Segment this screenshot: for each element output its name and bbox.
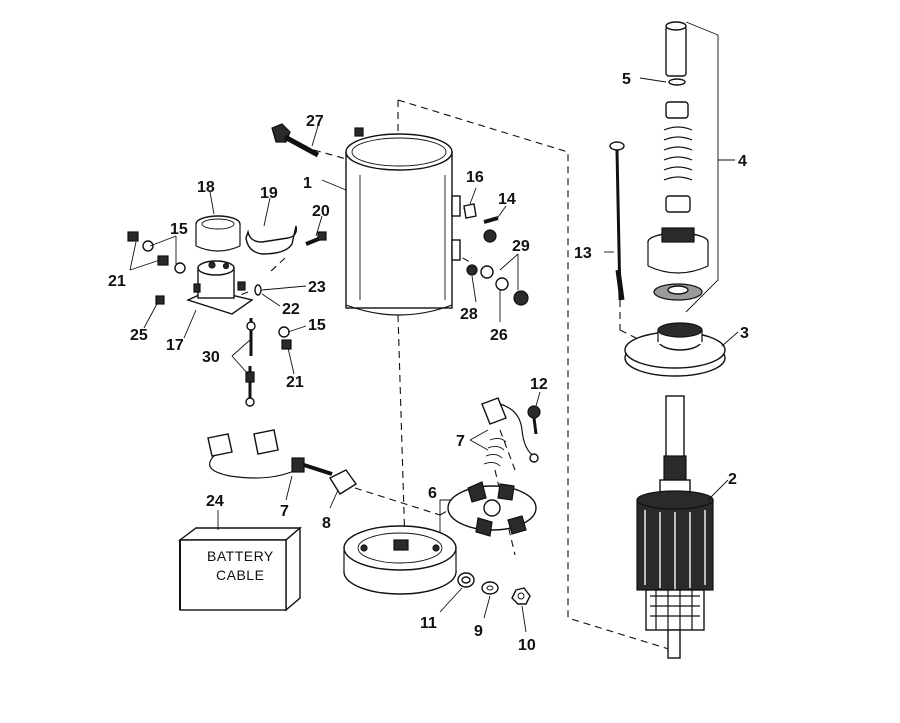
small-hardware-right — [463, 203, 529, 306]
battery-cable-24 — [177, 526, 302, 612]
drive-assembly — [647, 21, 709, 301]
through-bolt-13 — [609, 141, 625, 301]
small-hardware-left — [127, 231, 292, 350]
end-housing — [343, 525, 457, 595]
callout-19: 19 — [260, 185, 278, 202]
screw-12 — [527, 405, 541, 435]
callout-7a: 7 — [456, 433, 465, 450]
callout-12: 12 — [530, 376, 548, 393]
callout-25: 25 — [130, 327, 148, 344]
callout-23: 23 — [308, 279, 326, 296]
screw-20 — [305, 231, 327, 246]
callout-4: 4 — [738, 153, 747, 170]
callout-6: 6 — [428, 485, 437, 502]
callout-7b: 7 — [280, 503, 289, 520]
callout-27: 27 — [306, 113, 324, 130]
brush-plate-6 — [447, 481, 537, 537]
terminals-30 — [245, 318, 256, 407]
bracket-4 — [685, 21, 719, 313]
callout-28: 28 — [460, 306, 478, 323]
callout-21a: 21 — [108, 273, 126, 290]
callout-15b: 15 — [308, 317, 326, 334]
callout-14: 14 — [498, 191, 516, 208]
callout-18: 18 — [197, 179, 215, 196]
leader-lines — [129, 77, 739, 633]
callout-26: 26 — [490, 327, 508, 344]
callout-1: 1 — [303, 175, 312, 192]
washers-nut-lower — [457, 572, 531, 605]
callout-29: 29 — [512, 238, 530, 255]
callout-8: 8 — [322, 515, 331, 532]
assembly-guides — [231, 99, 673, 651]
callout-5: 5 — [622, 71, 631, 88]
bushing-18 — [195, 215, 241, 252]
callout-20: 20 — [312, 203, 330, 220]
callout-30: 30 — [202, 349, 220, 366]
callout-2: 2 — [728, 471, 737, 488]
callout-21b: 21 — [286, 374, 304, 391]
end-cap-3 — [624, 322, 726, 377]
callout-16: 16 — [466, 169, 484, 186]
solenoid-17 — [186, 260, 254, 315]
battery-cable-line1: BATTERY — [207, 548, 274, 564]
callout-22: 22 — [282, 301, 300, 318]
callout-3: 3 — [740, 325, 749, 342]
callout-17: 17 — [166, 337, 184, 354]
bolt-27 — [271, 123, 320, 158]
terminal-8 — [328, 469, 358, 495]
callout-13: 13 — [574, 245, 592, 262]
brush-7-lower — [207, 429, 333, 479]
brush-7-upper — [481, 397, 539, 467]
motor-frame — [345, 127, 461, 316]
callout-11: 11 — [420, 615, 437, 632]
armature-2 — [636, 395, 714, 659]
clamp-19 — [245, 225, 298, 255]
battery-cable-line2: CABLE — [216, 567, 264, 583]
callout-15a: 15 — [170, 221, 188, 238]
callout-labels: 1 2 3 4 5 6 7 7 8 9 10 11 12 13 14 15 15… — [108, 71, 749, 654]
callout-10: 10 — [518, 637, 536, 654]
callout-9: 9 — [474, 623, 483, 640]
callout-24: 24 — [206, 493, 224, 510]
